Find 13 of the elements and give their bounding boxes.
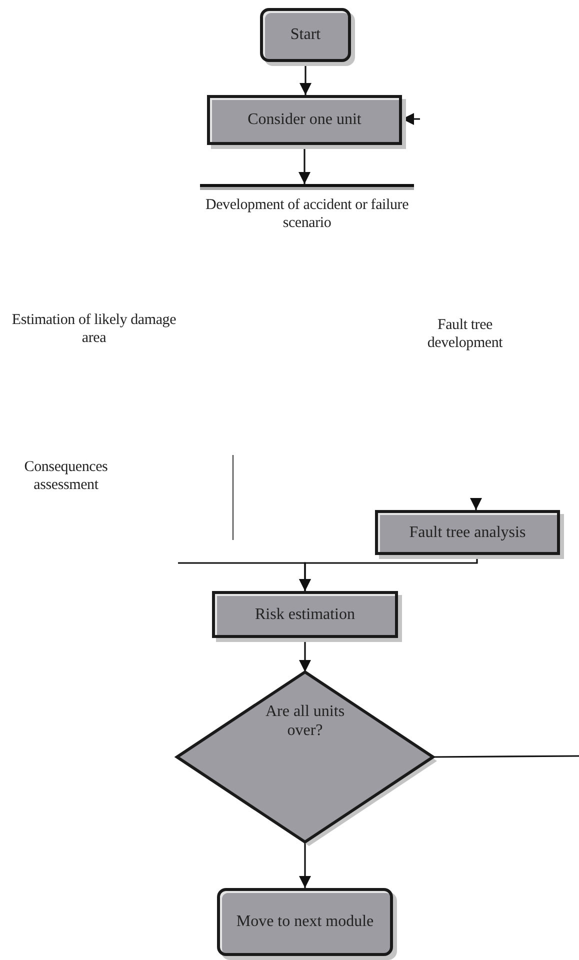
node-label: Fault tree analysis (409, 522, 526, 542)
node-label: Consequences assessment (23, 458, 109, 494)
connector-line (433, 755, 579, 758)
node-label: Estimation of likely damage area (10, 311, 178, 347)
node-label: Development of accident or failure scenario (204, 196, 410, 232)
arrow (299, 842, 311, 888)
arrow (178, 562, 311, 591)
node-label: Move to next module (236, 912, 374, 932)
node-label: Consider one unit (248, 110, 362, 130)
node-label: Fault tree development (426, 316, 504, 352)
node-label: Start (290, 25, 321, 45)
node-label: Risk estimation (255, 604, 355, 624)
arrow (470, 498, 482, 510)
